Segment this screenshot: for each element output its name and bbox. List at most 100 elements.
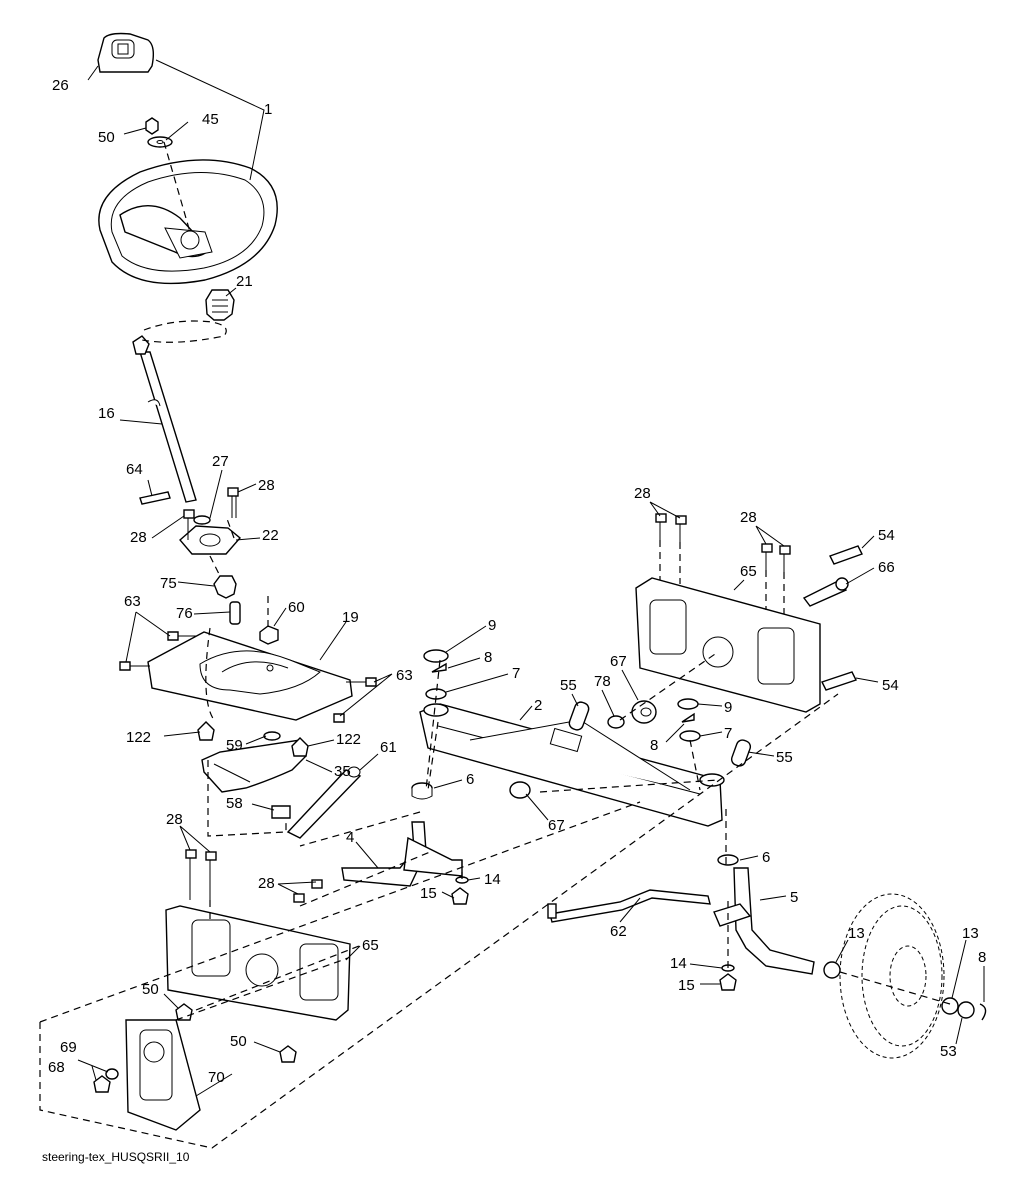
adapter-21 [205,289,235,321]
callout-66: 66 [878,559,895,576]
callout-60: 60 [288,599,305,616]
callout-28: 28 [740,509,757,526]
callout-68: 68 [48,1059,65,1076]
spindle-right-5 [713,867,815,975]
bolt-28-b [183,509,195,540]
callout-19: 19 [342,609,359,626]
bolt-28-right-4 [779,545,791,572]
callout-4: 4 [346,829,354,846]
callout-6: 6 [466,771,474,788]
nut-50-top [145,117,159,135]
cotter-8-left [431,662,447,673]
nut-122-left [197,721,215,741]
leader-lines [77,59,985,1097]
callout-7: 7 [724,725,732,742]
callout-5: 5 [790,889,798,906]
callout-69: 69 [60,1039,77,1056]
callout-50: 50 [230,1033,247,1050]
callout-2: 2 [534,697,542,714]
callout-16: 16 [98,405,115,422]
bolt-28-right-2 [675,515,687,542]
cap-9-right [677,698,699,710]
callout-1: 1 [264,101,272,118]
callout-35: 35 [334,763,351,780]
callout-28: 28 [130,529,147,546]
callout-7: 7 [512,665,520,682]
bracket-65-right [635,577,821,713]
bushing-67-lower [509,781,531,799]
callout-70: 70 [208,1069,225,1086]
cotter-8-right [681,712,695,723]
clip-64 [139,491,171,505]
washer-78 [607,715,625,729]
callout-27: 27 [212,453,229,470]
callout-8: 8 [650,737,658,754]
diagram-caption: steering-tex_HUSQSRII_10 [42,1150,190,1164]
washer-59 [263,731,281,741]
callout-22: 22 [262,527,279,544]
callout-13: 13 [962,925,979,942]
bolt-28-left-1 [185,849,197,900]
front-wheel [839,893,945,1059]
callout-63: 63 [124,593,141,610]
callout-21: 21 [236,273,253,290]
callout-62: 62 [610,923,627,940]
callout-26: 26 [52,77,69,94]
callout-13: 13 [848,925,865,942]
retaining-ring-8 [979,1003,987,1021]
pin-76 [229,601,241,625]
plate-70 [125,1019,201,1131]
steering-wheel-cap [97,32,155,73]
callout-50: 50 [142,981,159,998]
callout-28: 28 [634,485,651,502]
callout-14: 14 [484,871,501,888]
bolt-66 [802,577,849,607]
callout-55: 55 [776,749,793,766]
callout-28: 28 [166,811,183,828]
callout-8: 8 [484,649,492,666]
callout-54: 54 [882,677,899,694]
callout-76: 76 [176,605,193,622]
steering-wheel [98,159,278,285]
bushing-6-right [717,854,739,866]
bushing-plate [179,515,241,555]
callout-59: 59 [226,737,243,754]
spacer-55-right [730,739,752,767]
bolt-54-bottom [821,671,857,691]
callout-9: 9 [488,617,496,634]
callout-50: 50 [98,129,115,146]
tie-rod-62 [547,889,711,923]
callout-53: 53 [940,1043,957,1060]
nut-60 [259,625,279,645]
callout-14: 14 [670,955,687,972]
callout-122: 122 [336,731,361,748]
assembly-lines [39,141,951,1149]
spacer-55-left [568,701,590,731]
bolt-54-top [829,545,863,565]
bracket-65-left [165,905,351,1021]
cap-9-left [423,649,449,663]
callout-54: 54 [878,527,895,544]
callout-28: 28 [258,477,275,494]
washer-53 [957,1001,975,1019]
callout-65: 65 [740,563,757,580]
callout-75: 75 [160,575,177,592]
nut-68 [93,1075,111,1093]
washer-7-right [679,730,701,742]
callout-6: 6 [762,849,770,866]
bolt-28-right-3 [761,543,773,570]
callout-67: 67 [610,653,627,670]
bolt-28-left-4 [311,879,323,889]
pinion-gear-75 [213,575,237,599]
nut-50-left-1 [175,1003,193,1021]
washer-69 [105,1068,119,1080]
support-plate-19 [147,631,353,721]
washer-13-inner [823,961,841,979]
spindle-left-4 [341,821,463,887]
callout-65: 65 [362,937,379,954]
screw-63-b [119,661,150,671]
callout-28: 28 [258,875,275,892]
nut-50-left-2 [279,1045,297,1063]
bushing-67-upper [631,700,657,724]
